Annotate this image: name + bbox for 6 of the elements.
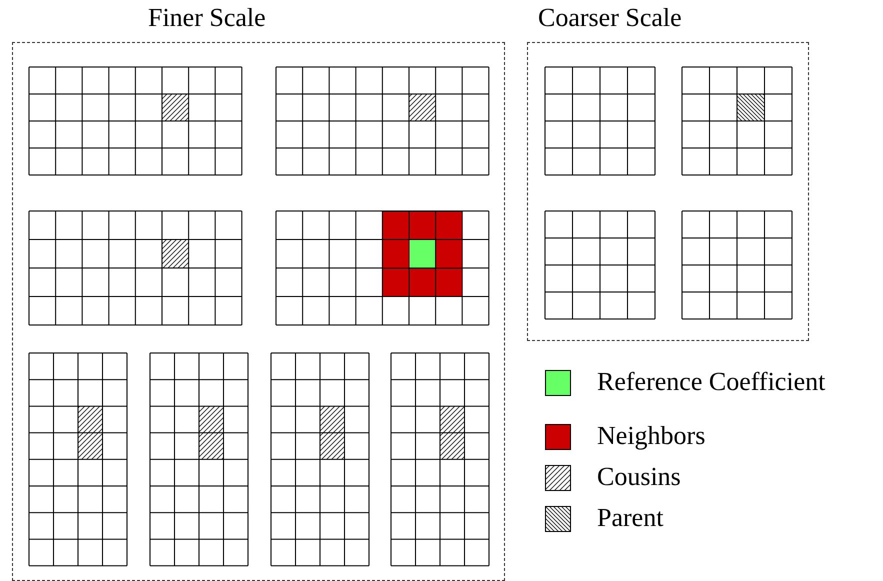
group-heading: Coarser Scale [538, 3, 682, 33]
legend-label: Cousins [597, 462, 681, 492]
legend-label: Reference Coefficient [597, 367, 826, 397]
legend-label: Neighbors [597, 421, 706, 451]
legend-label: Parent [597, 503, 664, 533]
group-heading: Finer Scale [148, 3, 266, 33]
